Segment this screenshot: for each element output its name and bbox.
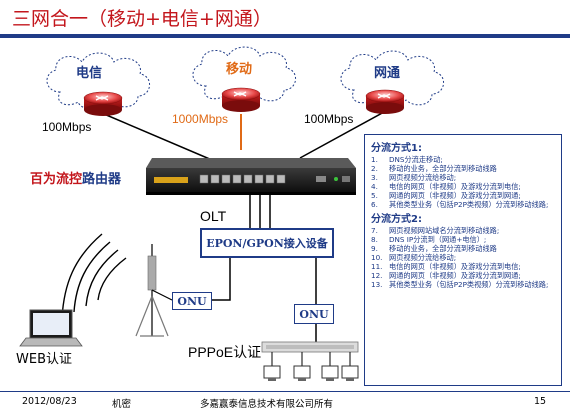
- speed-label-mobile: 1000Mbps: [172, 112, 229, 126]
- cloud-label-telecom: 电信: [76, 66, 103, 81]
- list-item: 12.网通的网页（非视频）及游戏分流到网通;: [371, 271, 521, 280]
- list-item: 11.电信的网页（非视频）及游戏分流到电信;: [371, 262, 521, 271]
- web-auth-label: WEB认证: [16, 352, 72, 367]
- cloud-label-mobile: 移动: [226, 62, 253, 77]
- list-item: 7.网页视频网站域名分流到移动线路;: [371, 226, 500, 235]
- footer-company: 多嘉赢泰信息技术有限公司所有: [200, 399, 334, 410]
- footer-date: 2012/08/23: [22, 396, 77, 407]
- title-divider: [0, 34, 570, 38]
- router-mobile-icon: [221, 87, 261, 113]
- laptop-icon: [19, 309, 83, 347]
- desktop-pc-icon: [341, 365, 359, 381]
- desktop-pc-icon: [263, 365, 281, 381]
- speed-label-unicom: 100Mbps: [304, 112, 354, 126]
- list-item: 3.网页视频分流给移动;: [371, 173, 457, 182]
- onu-right: ONU: [294, 304, 334, 324]
- router-label-brand: 百为流控: [30, 172, 83, 187]
- list-item: 5.网通的网页（非视频）及游戏分流到网通;: [371, 191, 521, 200]
- list-item: 2.移动的业务，全部分流到移动线路: [371, 164, 497, 173]
- desktop-pc-icon: [321, 365, 339, 381]
- list-item: 4.电信的网页（非视频）及游戏分流到电信;: [371, 182, 521, 191]
- link-unicom: [299, 111, 385, 159]
- router-unicom-icon: [365, 89, 405, 115]
- list-item: 9.移动的业务，全部分流到移动线路: [371, 244, 497, 253]
- flow-control-router-icon: [146, 158, 356, 195]
- router-telecom-icon: [83, 91, 123, 117]
- speed-label-telecom: 100Mbps: [42, 120, 92, 134]
- page-number: 15: [534, 396, 547, 407]
- footer-confidential: 机密: [112, 399, 132, 410]
- wireless-waves-icon: [61, 233, 127, 319]
- router-label-type: 路由器: [82, 172, 122, 187]
- onu-left: ONU: [172, 292, 212, 310]
- list-item: 13.其他类型业务（包括P2P类视频）分流到移动线路;: [371, 280, 549, 289]
- footer-divider: [0, 391, 570, 392]
- list-item: 1.DNS分流走移动;: [371, 155, 443, 164]
- epon-gpon-device: EPON/GPON接入设备: [200, 228, 334, 258]
- router-label: 百为流控路由器: [30, 168, 121, 187]
- link-telecom: [103, 113, 213, 161]
- switch-icon: [261, 341, 359, 353]
- pppoe-auth-label: PPPoE认证: [188, 344, 262, 360]
- cloud-label-unicom: 网通: [374, 66, 401, 81]
- list-item: 8.DNS IP分流到（网通+电信）;: [371, 235, 487, 244]
- method1-title: 分流方式1:: [371, 143, 422, 154]
- list-item: 10.网页视频分流给移动;: [371, 253, 457, 262]
- method2-title: 分流方式2:: [371, 214, 422, 225]
- list-item: 6.其他类型业务（包括P2P类视频）分流到移动线路;: [371, 200, 549, 209]
- olt-label: OLT: [200, 208, 227, 224]
- slide-title: 三网合一（移动+电信+网通）: [12, 8, 272, 30]
- desktop-pc-icon: [293, 365, 311, 381]
- link-onu-left: [212, 258, 231, 301]
- traffic-split-methods-panel: 分流方式1: 1.DNS分流走移动; 2.移动的业务，全部分流到移动线路 3.网…: [364, 134, 562, 386]
